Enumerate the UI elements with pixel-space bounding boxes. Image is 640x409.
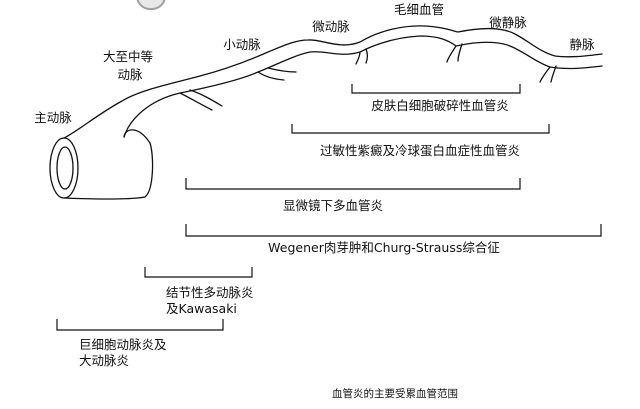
label-microscopic-polyangiitis: 显微镜下多血管炎 [283,198,383,213]
bracket-hsp-cryo [291,124,550,134]
trunk-upper-wall [121,25,603,102]
label-pan-kawasaki-1: 结节性多动脉炎 [166,285,254,300]
label-vein: 静脉 [569,37,595,52]
figure-caption: 血管炎的主要受累血管范围 [332,387,458,400]
aorta-bottom-edge [63,142,154,200]
bracket-giant-cell [56,319,224,331]
branch-small-artery [257,67,297,81]
label-wegener-churg-strauss: Wegener肉芽肿和Churg-Strauss综合征 [268,240,500,255]
label-capillary: 毛细血管 [394,2,444,17]
label-giant-cell-arteritis-2: 大动脉炎 [79,353,129,368]
label-large-medium-artery-2: 动脉 [117,67,143,82]
bracket-microscopic-pa [185,178,521,190]
label-arteriole: 微动脉 [312,19,350,34]
vessel-tree [49,25,603,200]
range-brackets [56,84,602,331]
label-pan-kawasaki-2: 及Kawasaki [166,301,237,316]
label-small-artery: 小动脉 [223,37,261,52]
bracket-leukocytoclastic [351,84,521,94]
label-giant-cell-arteritis-1: 巨细胞动脉炎及 [79,337,167,352]
branch-large-artery [179,89,223,111]
label-large-medium-artery-1: 大至中等 [103,49,153,64]
bracket-wegener-churg [185,224,602,237]
branch-venule [539,65,557,83]
label-aorta: 主动脉 [34,110,72,125]
range-labels: 皮肤白细胞破碎性血管炎 过敏性紫癜及冷球蛋白血症性血管炎 显微镜下多血管炎 We… [79,98,520,368]
aorta-lumen [56,146,74,190]
branch-arteriole [355,48,369,65]
aorta-top-edge [63,100,123,139]
aorta-inner-curve [123,129,151,144]
bracket-pan-kawasaki [144,267,253,278]
trunk-lower-wall [123,35,603,138]
label-leukocytoclastic-vasculitis: 皮肤白细胞破碎性血管炎 [371,98,509,113]
label-venule: 微静脉 [489,15,527,30]
label-hsp-cryoglobulinemic-vasculitis: 过敏性紫癜及冷球蛋白血症性血管炎 [320,143,520,158]
branch-capillary [446,43,463,63]
vessel-labels: 主动脉 大至中等 动脉 小动脉 微动脉 毛细血管 微静脉 静脉 [34,2,595,125]
